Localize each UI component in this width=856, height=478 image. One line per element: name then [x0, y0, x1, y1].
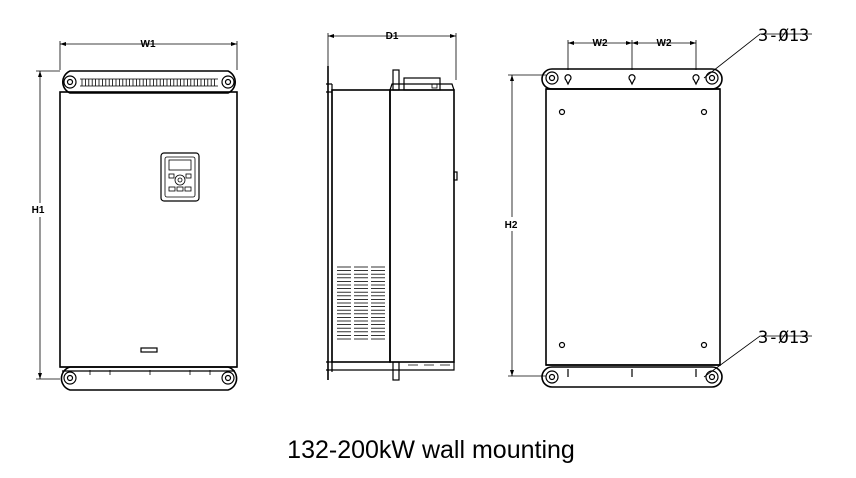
- d1-dimension: D1: [327, 31, 457, 80]
- drawing-caption: 132-200kW wall mounting: [287, 436, 575, 464]
- side-view: D1: [326, 31, 458, 381]
- keypad-panel: [160, 152, 200, 202]
- top-mounting-holes: [545, 71, 719, 86]
- w1-label: W1: [141, 39, 156, 50]
- back-view: W2 W2 H2 3-Ø13: [500, 26, 812, 388]
- bottom-holes-label: 3-Ø13: [758, 328, 809, 348]
- h1-label: H1: [32, 205, 45, 216]
- top-holes-label: 3-Ø13: [758, 26, 809, 46]
- w2-left-label: W2: [593, 38, 608, 49]
- h2-dimension: H2: [500, 74, 546, 377]
- front-top-vent-grille: [81, 79, 216, 86]
- w1-dimension: W1: [59, 39, 238, 70]
- bottom-mounting-holes: [545, 369, 719, 384]
- side-vent-grille: [337, 266, 385, 340]
- h2-label: H2: [505, 220, 518, 231]
- front-view: W1 H1: [30, 39, 238, 391]
- h1-dimension: H1: [30, 70, 60, 380]
- w2-dimension: W2 W2: [567, 38, 697, 70]
- w2-right-label: W2: [657, 38, 672, 49]
- d1-label: D1: [386, 31, 399, 42]
